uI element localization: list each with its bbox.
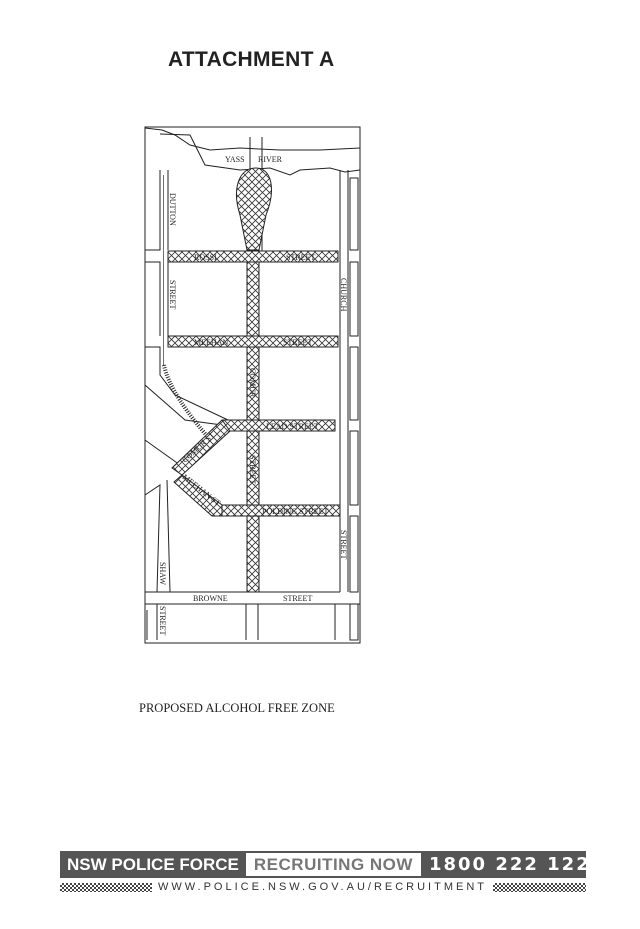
map-label: SHAW — [158, 562, 167, 585]
yass-river — [144, 127, 361, 151]
meehan-street-zone — [167, 335, 339, 348]
map-label: STREET — [248, 455, 257, 484]
map-label: BROWNE — [193, 594, 228, 603]
checker-pattern-left — [60, 882, 152, 892]
map-caption: PROPOSED ALCOHOL FREE ZONE — [139, 701, 335, 715]
meehan-st-zone — [173, 474, 223, 517]
page-title: ATTACHMENT A — [168, 48, 335, 71]
map-label: RIVER — [258, 155, 283, 164]
map-label: STREET — [283, 594, 312, 603]
banner-cta: RECRUITING NOW — [245, 853, 421, 876]
map-label: POLDING STREET — [262, 507, 329, 516]
map-label: MEEHAN — [194, 338, 228, 347]
map-label: STREET — [158, 606, 167, 635]
recruitment-banner: NSW POLICE FORCE RECRUITING NOW 1800 222… — [60, 851, 589, 878]
map-label: YASS — [225, 155, 245, 164]
map-label: CHURCH — [339, 278, 348, 312]
banner-url-strip: WWW.POLICE.NSW.GOV.AU/RECRUITMENT — [60, 880, 586, 894]
map-label: STREET — [283, 338, 312, 347]
map-label: STREET — [286, 253, 315, 262]
map-label: LEAD STREET — [266, 422, 319, 431]
map-label: DUTTON — [168, 193, 177, 226]
checker-pattern-right — [493, 882, 586, 892]
map-label: COMUR — [248, 368, 257, 398]
map-label: STREET — [168, 280, 177, 309]
banner-url: WWW.POLICE.NSW.GOV.AU/RECRUITMENT — [158, 881, 487, 893]
rossi-street-zone — [167, 250, 339, 263]
conolly-teardrop — [236, 167, 272, 251]
map-label: ROSSI — [194, 253, 217, 262]
banner-org: NSW POLICE FORCE — [67, 854, 239, 874]
map-label: STREET — [339, 530, 348, 559]
banner-phone: 1800 222 122 — [428, 854, 591, 875]
